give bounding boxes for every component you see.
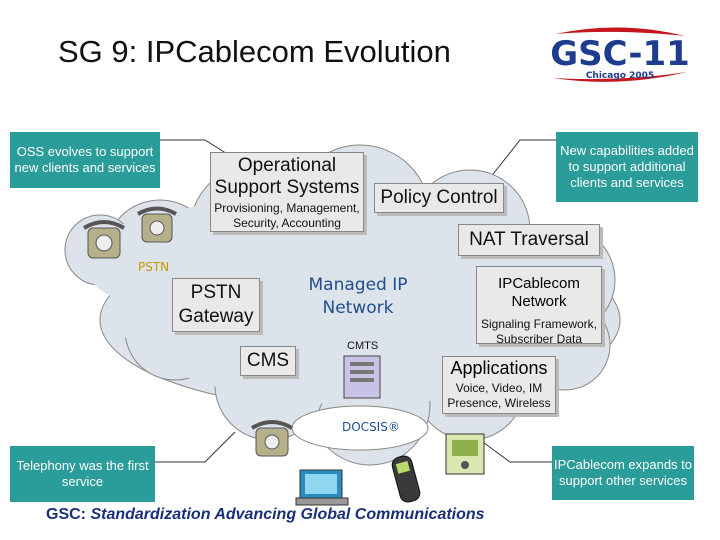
ipcablecom-network-subtitle: Signaling Framework, Subscriber Data — [477, 317, 601, 347]
applications-subtitle: Voice, Video, IM Presence, Wireless — [443, 381, 555, 411]
cms-box: CMS — [240, 346, 296, 376]
applications-box: Applications Voice, Video, IM Presence, … — [442, 356, 556, 414]
note-telephony-text: Telephony was the first service — [10, 458, 155, 490]
pstn-gateway-label: PSTN Gateway — [173, 281, 259, 329]
footer-prefix: GSC: — [46, 506, 86, 523]
docsis-label: DOCSIS® — [342, 420, 400, 434]
pda-icon — [446, 434, 484, 474]
nat-traversal-box: NAT Traversal — [458, 224, 600, 256]
cmts-label: CMTS — [347, 340, 378, 352]
oss-title: Operational Support Systems — [211, 155, 363, 199]
note-oss-evolves: OSS evolves to support new clients and s… — [10, 132, 160, 188]
oss-subtitle: Provisioning, Management, Security, Acco… — [211, 201, 363, 231]
note-expands: IPCablecom expands to support other serv… — [552, 446, 694, 500]
oss-box: Operational Support Systems Provisioning… — [210, 152, 364, 232]
note-oss-evolves-text: OSS evolves to support new clients and s… — [10, 144, 160, 176]
managed-ip-network-label: Managed IP Network — [296, 274, 420, 320]
note-telephony: Telephony was the first service — [10, 446, 155, 502]
note-new-capabilities: New capabilities added to support additi… — [556, 132, 698, 202]
note-new-capabilities-text: New capabilities added to support additi… — [556, 143, 698, 191]
laptop-icon — [296, 470, 348, 505]
pstn-label: PSTN — [138, 260, 169, 274]
footer: GSC: Standardization Advancing Global Co… — [46, 506, 485, 524]
pstn-gateway-box: PSTN Gateway — [172, 278, 260, 332]
cell-phone-icon — [390, 454, 421, 504]
note-expands-text: IPCablecom expands to support other serv… — [552, 457, 694, 489]
policy-control-box: Policy Control — [374, 183, 504, 213]
applications-title: Applications — [443, 357, 555, 379]
ipcablecom-network-box: IPCablecom Network Signaling Framework, … — [476, 266, 602, 344]
footer-text: Standardization Advancing Global Communi… — [90, 506, 484, 523]
ipcablecom-network-title: IPCablecom Network — [477, 275, 601, 311]
cmts-server-icon — [344, 356, 380, 398]
